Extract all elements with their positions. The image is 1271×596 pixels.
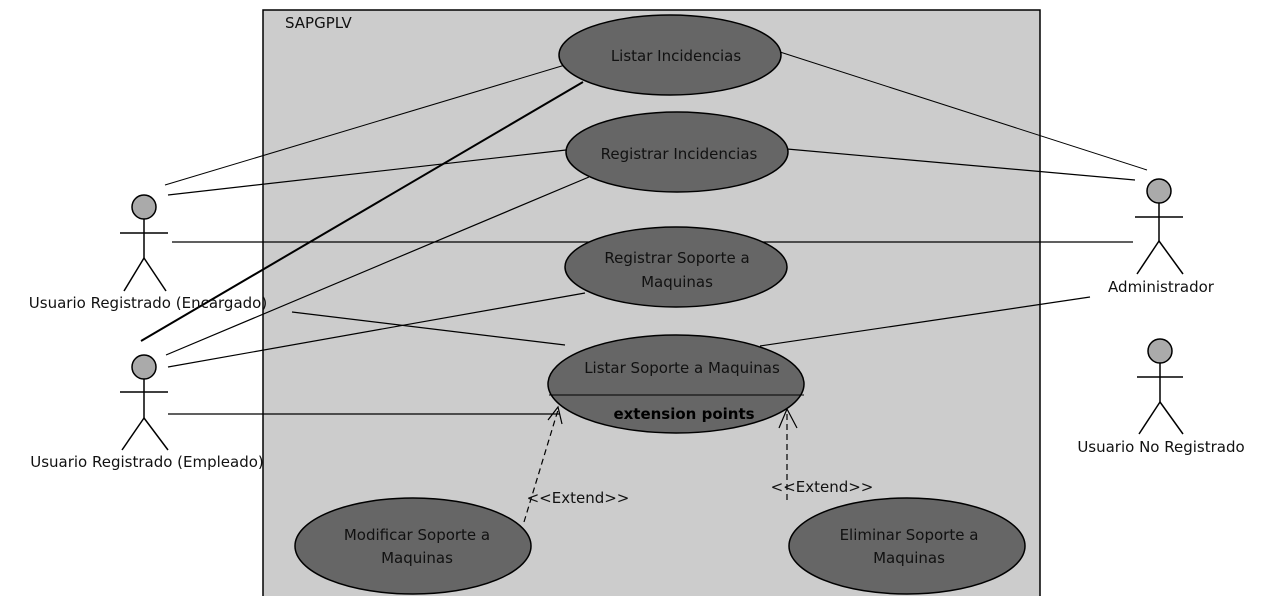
assoc-empleado-registrar-incidencias bbox=[165, 176, 590, 356]
use-case-modificar-soporte: Modificar Soporte a Maquinas bbox=[294, 497, 532, 595]
actor-head bbox=[1147, 338, 1173, 364]
assoc-empleado-registrar-soporte bbox=[167, 292, 586, 368]
assoc-admin-listar-soporte bbox=[759, 296, 1091, 347]
use-case-label-line-1: Eliminar Soporte a bbox=[840, 526, 979, 544]
use-case-registrar-incidencias: Registrar Incidencias bbox=[565, 111, 789, 193]
extend-label: <<Extend>> bbox=[527, 489, 630, 507]
actor-head bbox=[131, 194, 157, 220]
use-case-label-line-1: Modificar Soporte a bbox=[344, 526, 490, 544]
assoc-admin-listar-incidencias bbox=[779, 51, 1148, 171]
actor-administrador bbox=[1135, 178, 1184, 275]
open-arrowhead bbox=[778, 407, 798, 429]
actor-label-administrador: Administrador bbox=[1108, 278, 1215, 296]
assoc-encargado-listar-soporte bbox=[291, 311, 566, 346]
use-case-label-line-2: Maquinas bbox=[873, 549, 945, 567]
actor-encargado bbox=[120, 194, 168, 292]
actor-label-encargado: Usuario Registrado (Encargado) bbox=[29, 294, 267, 312]
use-case-eliminar-soporte: Eliminar Soporte a Maquinas bbox=[788, 497, 1026, 595]
extend-label: <<Extend>> bbox=[771, 478, 874, 496]
use-case-registrar-soporte: Registrar Soporte a Maquinas bbox=[564, 226, 788, 308]
actor-label-no-registrado: Usuario No Registrado bbox=[1077, 438, 1244, 456]
extend-relation-eliminar: <<Extend>> bbox=[771, 407, 874, 500]
actor-label-empleado: Usuario Registrado (Empleado) bbox=[30, 453, 264, 471]
assoc-admin-registrar-incidencias bbox=[786, 148, 1136, 181]
assoc-encargado-registrar-incidencias bbox=[167, 149, 567, 196]
use-case-label: Registrar Incidencias bbox=[601, 145, 758, 163]
actor-empleado bbox=[120, 354, 169, 451]
extension-points-label: extension points bbox=[613, 405, 754, 423]
assoc-encargado-listar-incidencias bbox=[164, 64, 566, 186]
use-case-label-line-1: Registrar Soporte a bbox=[604, 249, 749, 267]
actor-head bbox=[1146, 178, 1172, 204]
use-case-listar-soporte: Listar Soporte a Maquinas extension poin… bbox=[547, 334, 805, 434]
system-name: SAPGPLV bbox=[285, 14, 352, 32]
use-case-label-line-2: Maquinas bbox=[381, 549, 453, 567]
use-case-label-line-2: Maquinas bbox=[641, 273, 713, 291]
assoc-empleado-listar-incidencias bbox=[140, 81, 584, 342]
actor-head bbox=[131, 354, 157, 380]
use-case-listar-incidencias: Listar Incidencias bbox=[558, 14, 782, 96]
associations bbox=[140, 51, 1148, 415]
use-case-label: Listar Soporte a Maquinas bbox=[584, 359, 780, 377]
extend-relation-modificar: <<Extend>> bbox=[523, 405, 630, 523]
actor-no-registrado bbox=[1137, 338, 1184, 435]
use-case-label: Listar Incidencias bbox=[611, 47, 742, 65]
open-arrowhead bbox=[547, 405, 563, 425]
